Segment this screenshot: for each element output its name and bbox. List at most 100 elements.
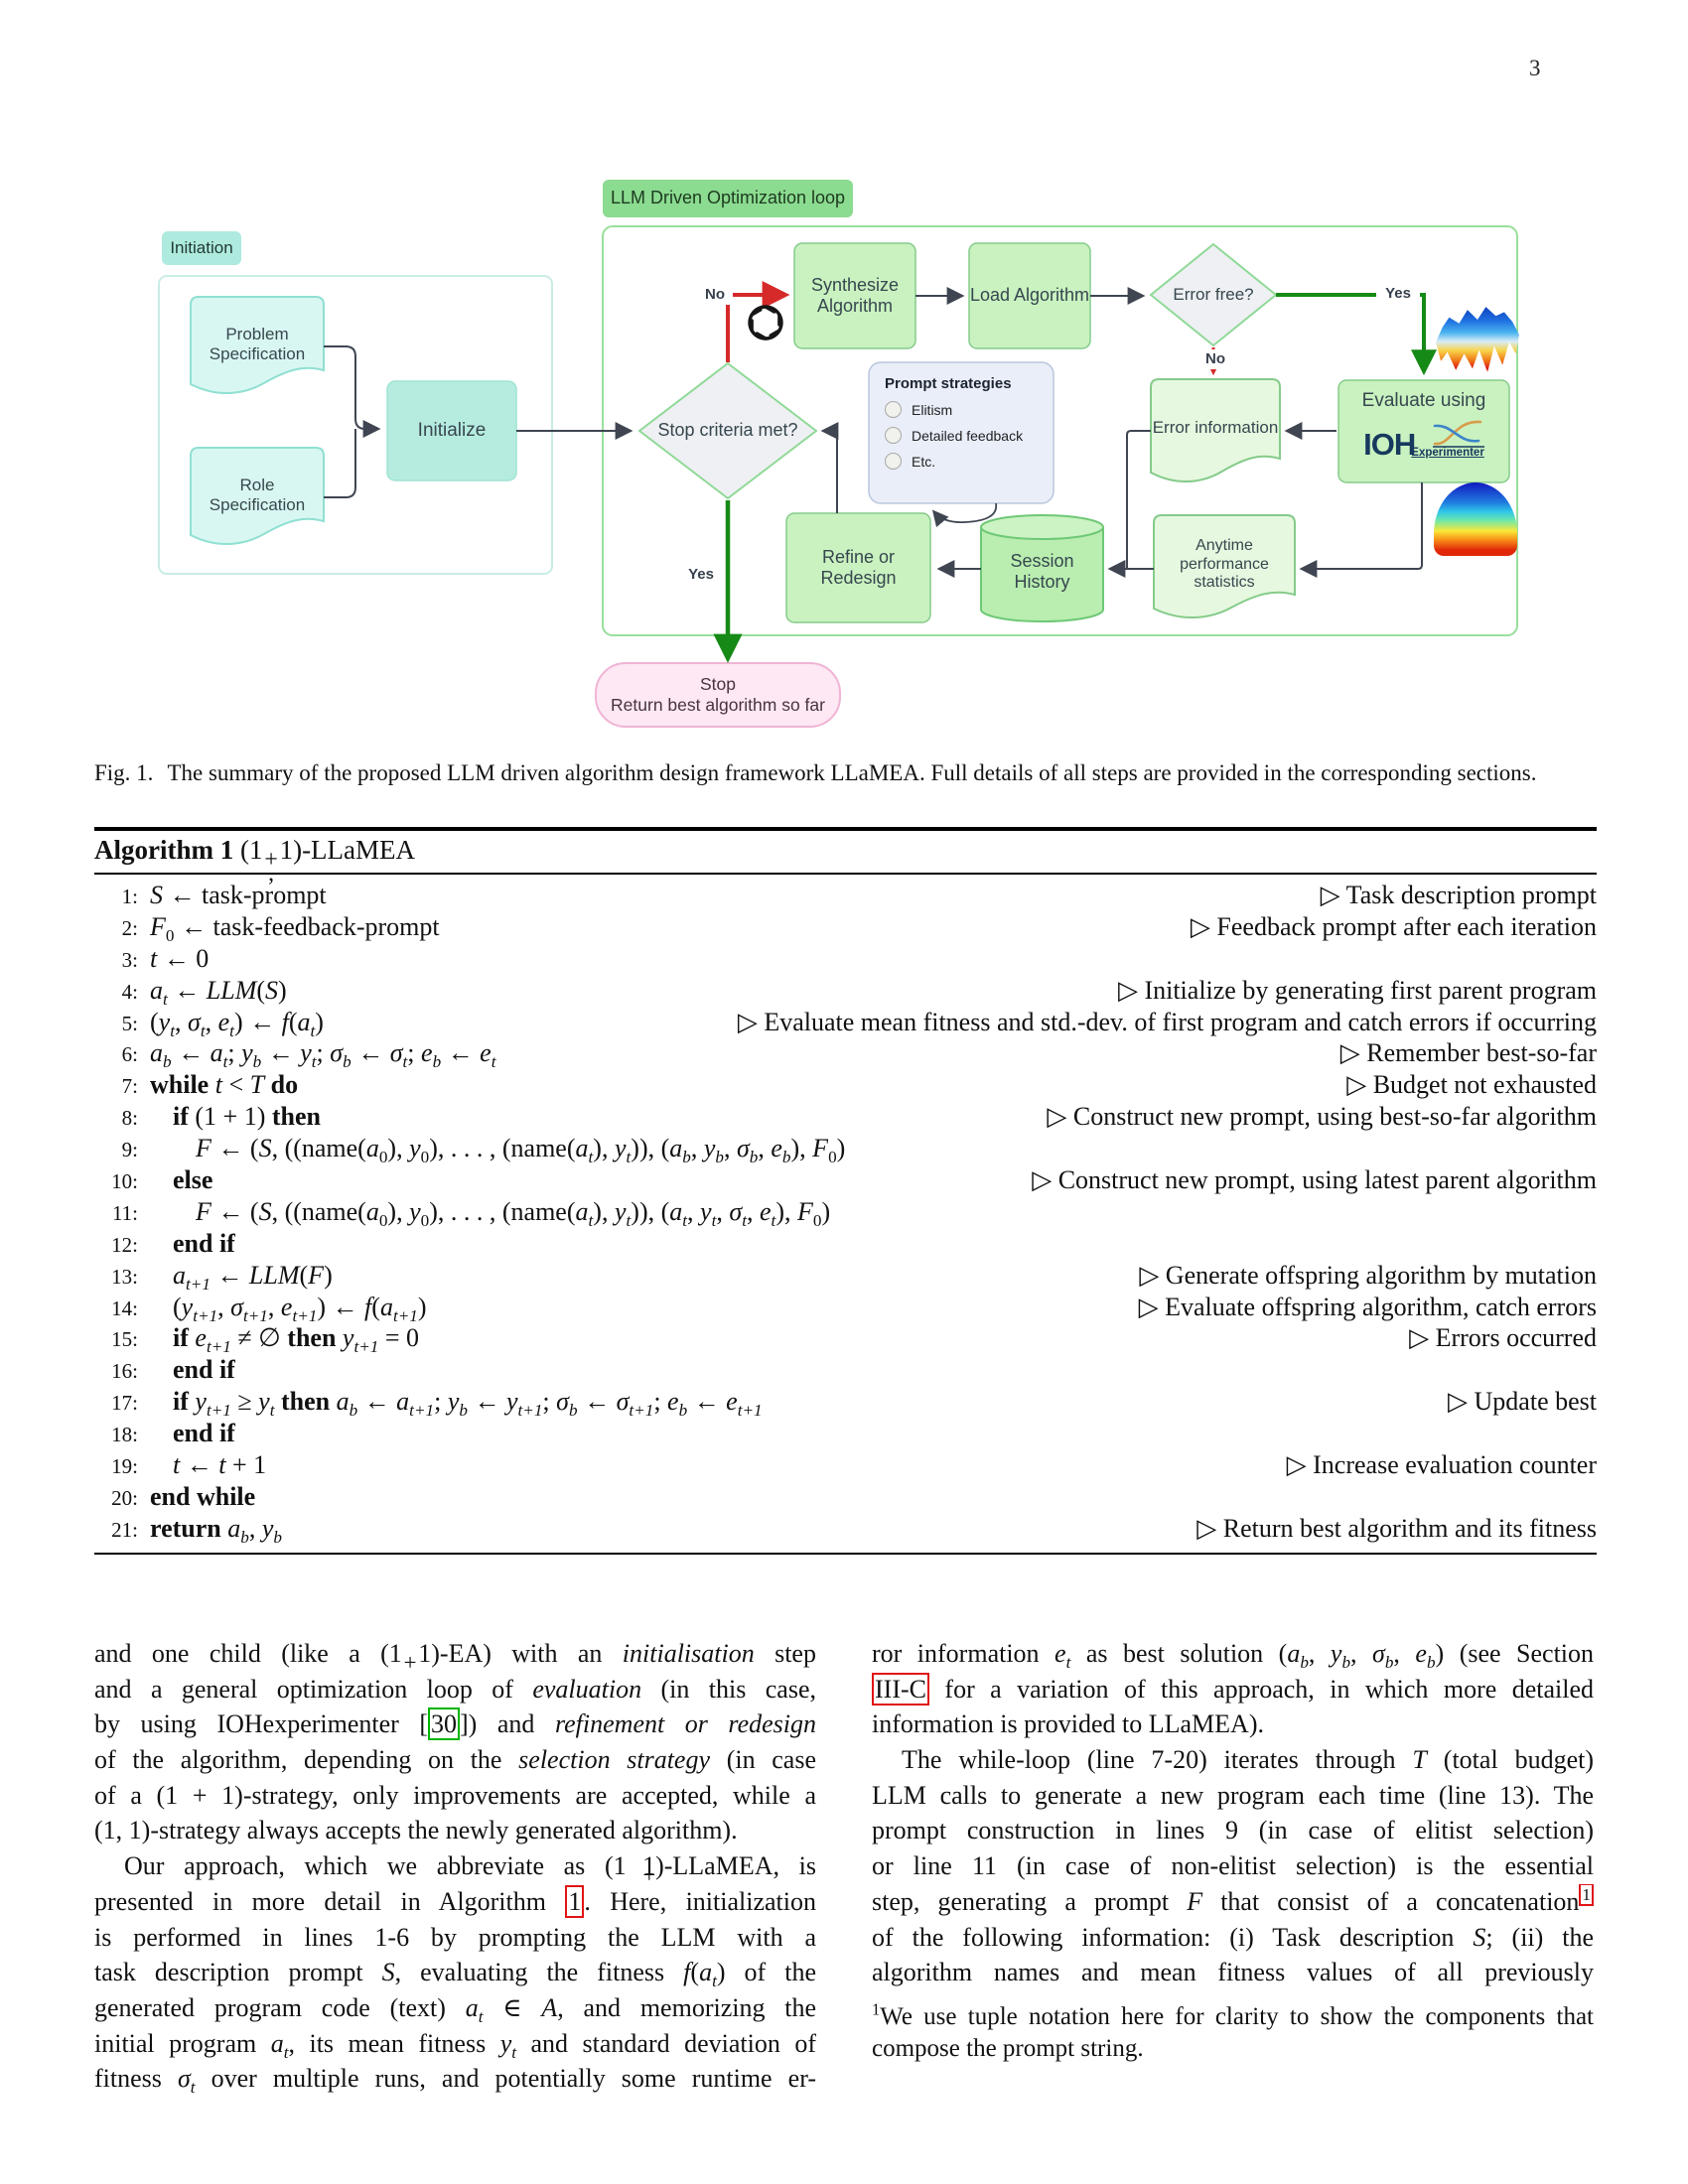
text-line: Our approach, which we abbreviate as (1+… [94, 1848, 816, 1884]
text-line: task description prompt S, evaluating th… [94, 1958, 816, 1990]
line-number: 17: [111, 1391, 138, 1416]
code-text: F ← (S, ((name(a0), y0), . . . , (name(a… [196, 1196, 831, 1231]
plus-comma-notation: +, [642, 1861, 656, 1884]
refine-box-shape [785, 512, 931, 623]
code-text: else [173, 1165, 213, 1195]
code-text: while t < T do [150, 1070, 299, 1100]
algorithm-line: 18:end if [94, 1418, 1597, 1449]
text-line: 1We use tuple notation here for clarity … [872, 2001, 1594, 2030]
algorithm-bottom-rule [94, 1553, 1597, 1555]
algorithm-top-rule [94, 827, 1597, 831]
code-text: t ← t + 1 [173, 1450, 267, 1480]
algorithm-line: 21:return ab, yb▷ Return best algorithm … [94, 1513, 1597, 1547]
line-number: 12: [111, 1232, 138, 1257]
line-number: 11: [111, 1200, 138, 1225]
code-text: at+1 ← LLM(F) [173, 1260, 333, 1294]
plus-comma-notation: +, [403, 1649, 417, 1672]
text-line: compose the prompt string. [872, 2035, 1144, 2062]
algorithm-comment: ▷ Errors occurred [1409, 1323, 1597, 1353]
yes-to-evaluate-arrow [1276, 293, 1437, 376]
figure-caption-text: The summary of the proposed LLM driven a… [167, 760, 1537, 785]
anytime-stats-doc-shape [1153, 514, 1296, 619]
algorithm-comment: ▷ Evaluate offspring algorithm, catch er… [1138, 1292, 1597, 1321]
algorithm-comment: ▷ Construct new prompt, using best-so-fa… [1047, 1102, 1597, 1132]
line-number: 21: [111, 1517, 138, 1542]
code-text: end while [150, 1481, 256, 1511]
error-free-diamond-shape [1149, 242, 1278, 347]
prompt-strategy-item: Elitism [885, 401, 1044, 418]
page-number: 3 [1529, 56, 1541, 80]
line-number: 13: [111, 1264, 138, 1289]
algorithm-line: 9:F ← (S, ((name(a0), y0), . . . , (name… [94, 1133, 1597, 1165]
session-history-cylinder-top [980, 514, 1104, 540]
code-text: return ab, yb [150, 1513, 282, 1547]
code-text: (yt, σt, et) ← f(at) [150, 1007, 324, 1040]
algorithm-comment: ▷ Feedback prompt after each iteration [1190, 911, 1597, 941]
algorithm-line: 12: end if [94, 1228, 1597, 1260]
text-line: of the algorithm, depending on the selec… [94, 1745, 816, 1775]
text-line: The while-loop (line 7-20) iterates thro… [902, 1745, 1594, 1775]
algorithm-comment: ▷ Generate offspring algorithm by mutati… [1139, 1260, 1597, 1290]
text-line: fitness σt over multiple runs, and poten… [94, 2064, 816, 2097]
footnote: 1We use tuple notation here for clarity … [872, 2001, 1594, 2065]
code-text: t ← 0 [150, 943, 210, 973]
text-line: (1, 1)-strategy always accepts the newly… [94, 1816, 738, 1845]
algorithm-comment: ▷ Evaluate mean fitness and std.-dev. of… [737, 1007, 1597, 1036]
text-line: and one child (like a (1+,1)-EA) with an… [94, 1636, 816, 1672]
code-text: F0 ← task-feedback-prompt [150, 911, 440, 946]
evaluate-box-shape [1337, 379, 1510, 483]
code-text: S ← task-prompt [150, 881, 327, 909]
line-number: 4: [121, 979, 138, 1004]
performance-surface-plot-icon [1434, 482, 1517, 556]
code-text: if et+1 ≠ ∅ then yt+1 = 0 [173, 1323, 420, 1357]
initialize-box-shape [386, 380, 517, 481]
code-text: end if [173, 1228, 235, 1258]
ref-link[interactable]: III-C [872, 1672, 929, 1706]
algorithm-line: 19:t ← t + 1▷ Increase evaluation counte… [94, 1449, 1597, 1481]
line-number: 8: [121, 1106, 138, 1131]
role-to-initialize-connector [324, 429, 356, 498]
text-line: presented in more detail in Algorithm 1.… [94, 1884, 816, 1918]
body-column-left: and one child (like a (1+,1)-EA) with an… [94, 1636, 816, 2097]
text-line: step, generating a prompt F that consist… [872, 1883, 1594, 1920]
figure-caption: Fig. 1.The summary of the proposed LLM d… [94, 760, 1597, 790]
radio-icon [885, 427, 902, 444]
ref-link[interactable]: 1 [565, 1884, 585, 1918]
promptstrategies-to-refine-connector [931, 502, 997, 528]
line-number: 18: [111, 1423, 138, 1447]
algorithm-line: 1:S ← task-prompt▷ Task description prom… [94, 880, 1597, 911]
line-number: 1: [121, 885, 138, 908]
text-line: ror information et as best solution (ab,… [872, 1639, 1594, 1672]
prompt-strategies-panel-shape [868, 361, 1055, 504]
code-text: (yt+1, σt+1, et+1) ← f(at+1) [173, 1292, 427, 1325]
radio-icon [885, 401, 902, 418]
algorithm-line: 7:while t < T do▷ Budget not exhausted [94, 1069, 1597, 1101]
text-line: and a general optimization loop of evalu… [94, 1674, 816, 1704]
ref-link[interactable]: 30 [428, 1707, 461, 1741]
text-line: by using IOHexperimenter [30]) and refin… [94, 1707, 816, 1741]
figure-1-flowchart: Initiation LLM Driven Optimization loop … [149, 169, 1539, 764]
text-line: LLM calls to generate a new program each… [872, 1780, 1594, 1810]
line-number: 9: [121, 1138, 138, 1162]
line-number: 2: [121, 915, 138, 940]
line-number: 20: [111, 1485, 138, 1510]
line-number: 10: [111, 1169, 138, 1194]
code-text: end if [173, 1355, 235, 1385]
load-box-shape [968, 242, 1091, 349]
algorithm-line: 20: end while [94, 1481, 1597, 1513]
footnote-ref-link[interactable]: 1 [1579, 1883, 1594, 1907]
algorithm-line: 5:(yt, σt, et) ← f(at)▷ Evaluate mean fi… [94, 1007, 1597, 1040]
refine-to-stopcriteria-arrow [820, 422, 839, 513]
algorithm-listing: 1:S ← task-prompt▷ Task description prom… [94, 880, 1597, 1547]
algorithm-line: 17:if yt+1 ≥ yt then ab ← at+1; yb ← yt+… [94, 1386, 1597, 1419]
text-line: generated program code (text) at ∈ A, an… [94, 1992, 816, 2026]
error-info-doc-shape [1150, 378, 1281, 483]
evaluate-to-anytime-arrow [1299, 482, 1423, 578]
algorithm-title: Algorithm 1 (1+,1)-LLaMEA [94, 835, 415, 886]
stop-criteria-diamond-shape [637, 361, 818, 500]
problem-spec-doc-shape [190, 296, 325, 395]
algorithm-comment: ▷ Update best [1448, 1387, 1597, 1417]
